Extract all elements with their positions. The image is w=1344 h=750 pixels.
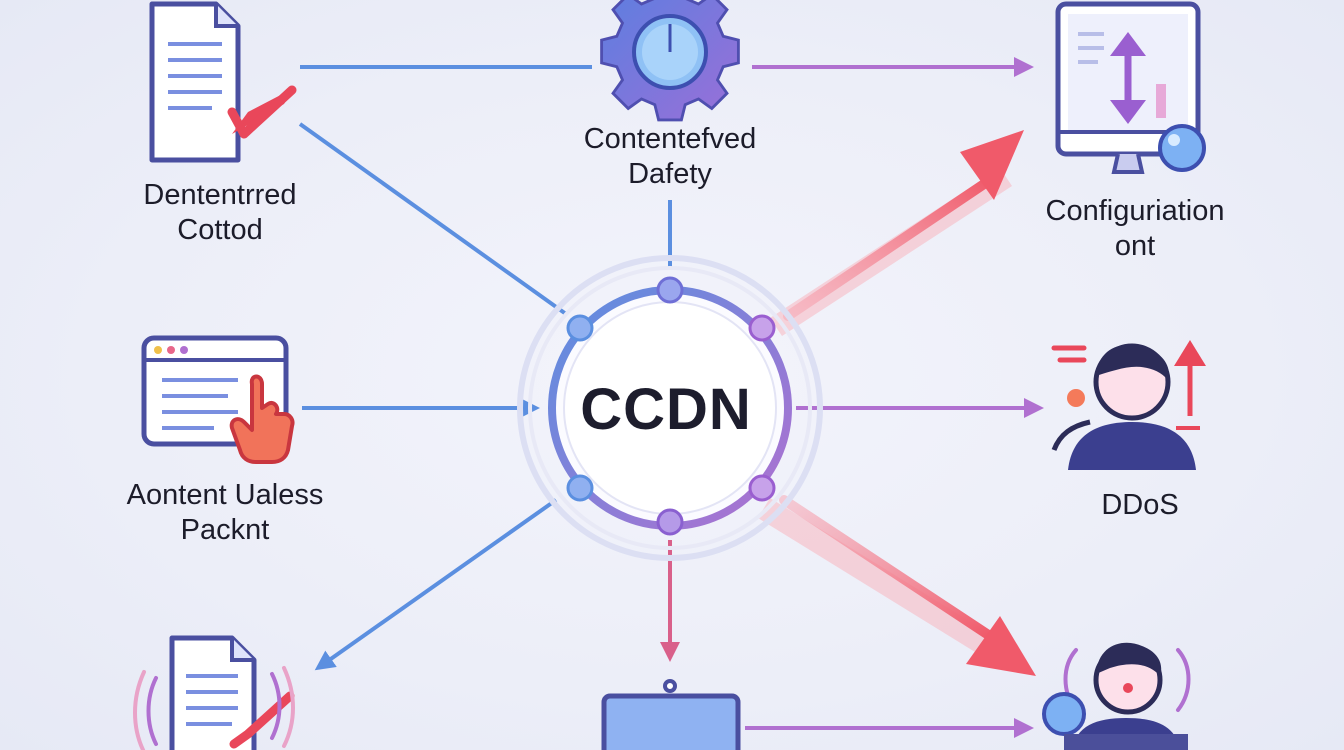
label-top-right: Configuriation ont — [1000, 194, 1270, 264]
document-checkmark-icon — [149, 1, 297, 163]
label-mid-right-line-1: DDoS — [1101, 489, 1179, 521]
hub-node-top-right — [748, 314, 776, 342]
user-alert-icon — [1051, 340, 1206, 470]
label-top-center: Contentefved Dafety — [540, 122, 800, 192]
label-top-left: Dententrred Cottod — [100, 178, 340, 248]
document-warning-icon — [133, 635, 295, 750]
cdn-hub — [517, 255, 823, 561]
label-mid-right: DDoS — [1060, 488, 1220, 523]
label-top-right-line-2: ont — [1114, 229, 1156, 262]
hub-node-bottom-left — [566, 474, 594, 502]
hub-node-top-left — [566, 314, 594, 342]
label-top-center-line-2: Dafety — [628, 157, 712, 190]
beam-up-right-head — [960, 130, 1024, 200]
beam-up-right — [783, 175, 995, 321]
beam-down-right-glow — [758, 498, 1000, 660]
threat-beams — [758, 130, 1036, 676]
label-top-right-line-1: Configuriation — [1045, 195, 1225, 227]
user-laptop-icon — [1042, 642, 1191, 750]
connectors — [298, 57, 1044, 738]
beam-down-right — [779, 495, 995, 641]
gear-icon — [600, 0, 740, 122]
beam-down-right-head — [966, 616, 1036, 676]
label-top-left-line-1: Dententrred — [143, 179, 297, 211]
hub-nodes — [566, 276, 776, 536]
label-mid-left: Aontent Ualess Packnt — [80, 478, 370, 548]
tablet-icon — [601, 679, 741, 750]
label-mid-left-line-2: Packnt — [180, 513, 270, 546]
hub-node-bottom-right — [748, 474, 776, 502]
hub-outer-halo — [517, 255, 823, 561]
hub-node-bottom — [656, 508, 684, 536]
label-mid-left-line-1: Aontent Ualess — [126, 479, 324, 511]
hub-halo — [528, 266, 812, 550]
cdn-label: CCDN — [580, 377, 752, 442]
monitor-arrows-icon — [1055, 1, 1206, 174]
connector-document-to-center — [298, 122, 568, 316]
connector-center-to-bottom-left — [314, 498, 558, 671]
browser-click-icon — [141, 335, 295, 464]
label-top-left-line-2: Cottod — [177, 213, 263, 246]
hub-node-top — [656, 276, 684, 304]
label-top-center-line-1: Contentefved — [583, 123, 757, 155]
